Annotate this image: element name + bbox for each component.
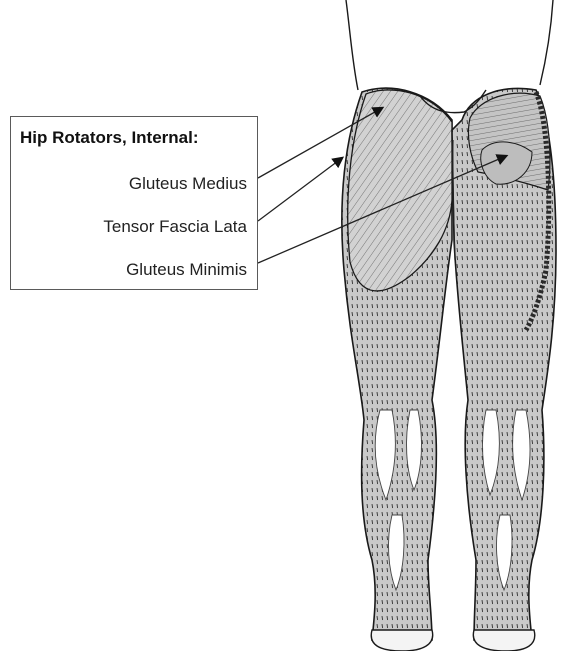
label-tensor-fascia-lata: Tensor Fascia Lata — [103, 217, 247, 237]
label-gluteus-minimis: Gluteus Minimis — [126, 260, 247, 280]
label-gluteus-medius: Gluteus Medius — [129, 174, 247, 194]
legend-title: Hip Rotators, Internal: — [20, 128, 199, 148]
torso-outline — [346, 0, 553, 90]
right-leg — [452, 88, 556, 640]
leader-line-tensor-fascia-lata — [258, 158, 342, 221]
left-leg — [342, 88, 452, 640]
feet — [371, 630, 535, 651]
legend-box: Hip Rotators, Internal: Gluteus Medius T… — [10, 116, 258, 290]
